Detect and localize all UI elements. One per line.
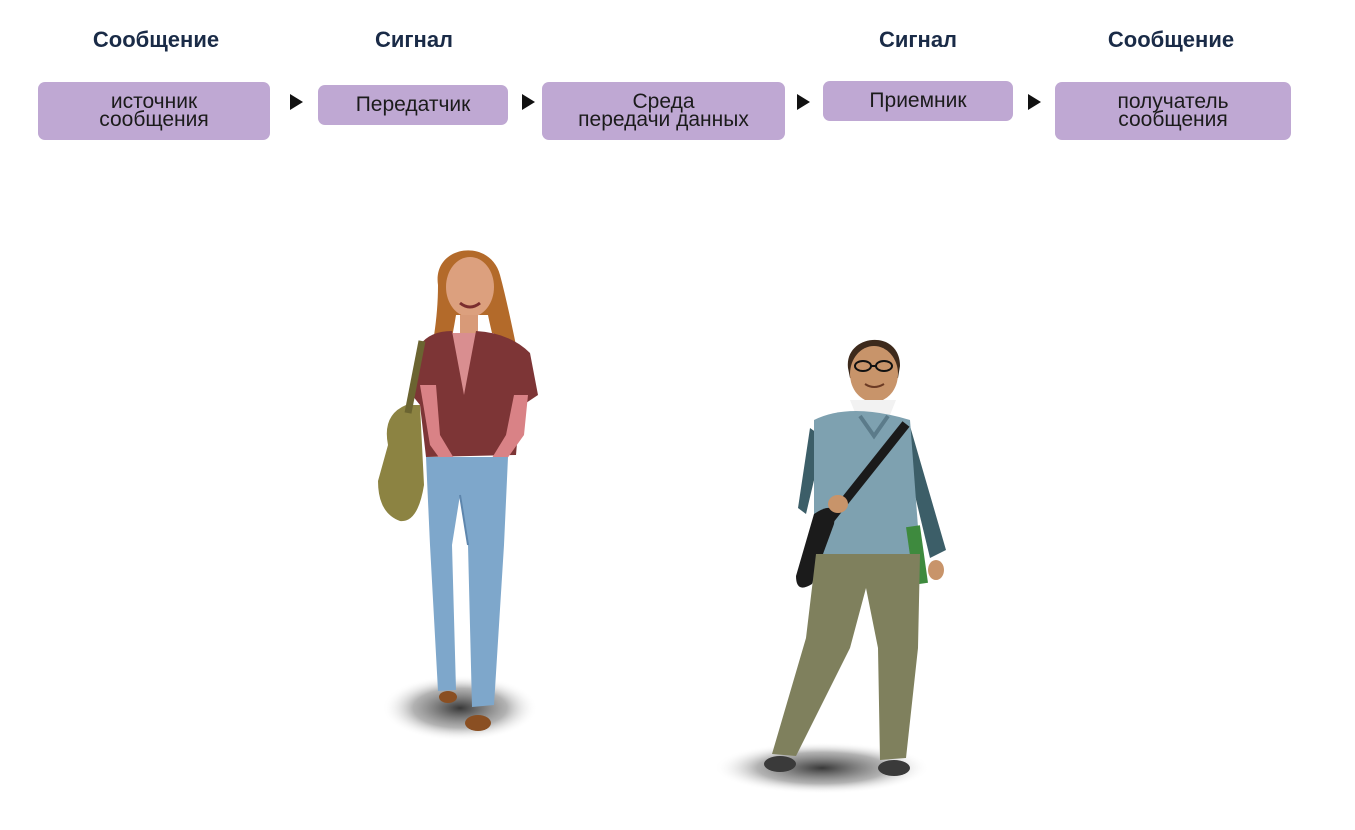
box-message-recipient-line1: получатель — [1117, 90, 1229, 113]
box-message-source: источник сообщения — [38, 82, 270, 140]
box-receiver: Приемник — [823, 81, 1013, 121]
arrow-right-icon — [522, 94, 535, 110]
woman-bag — [378, 405, 424, 522]
heading-source-message: Сообщение — [92, 27, 220, 52]
glasses-icon — [854, 360, 893, 372]
box-message-recipient-line2: сообщения — [1118, 108, 1228, 131]
man-face — [850, 346, 898, 402]
box-transmission-medium-line1: Среда — [632, 90, 695, 113]
woman-shadow — [382, 675, 538, 741]
man-sweater — [814, 411, 920, 556]
woman-jeans — [426, 457, 508, 707]
woman-face — [446, 257, 494, 317]
arrow-right-icon — [797, 94, 810, 110]
man-bag — [796, 507, 835, 588]
box-message-source-line1: источник — [110, 90, 198, 113]
woman-jacket — [412, 331, 538, 457]
box-message-source-line2: сообщения — [99, 108, 209, 131]
box-transmitter: Передатчик — [318, 85, 508, 125]
box-transmission-medium-line2: передачи данных — [578, 108, 749, 131]
heading-transmitter-signal: Сигнал — [374, 27, 454, 52]
box-transmission-medium: Среда передачи данных — [542, 82, 785, 140]
heading-receiver-signal: Сигнал — [878, 27, 958, 52]
arrow-right-icon — [1028, 94, 1041, 110]
man-shadow — [714, 742, 930, 794]
man-student-illustration — [714, 339, 946, 794]
man-pants — [772, 554, 920, 760]
woman-student-illustration — [378, 250, 538, 741]
arrow-right-icon — [290, 94, 303, 110]
box-message-recipient: получатель сообщения — [1055, 82, 1291, 140]
box-receiver-label: Приемник — [869, 89, 967, 112]
box-transmitter-label: Передатчик — [355, 93, 471, 116]
heading-destination-message: Сообщение — [1107, 27, 1235, 52]
